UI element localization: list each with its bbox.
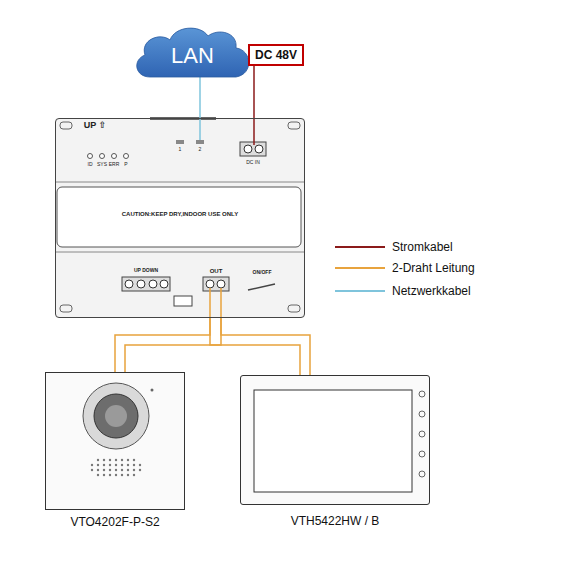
cable-group bbox=[254, 66, 255, 118]
speaker-hole bbox=[139, 469, 141, 471]
node-label: CAUTION:KEEP DRY,INDOOR USE ONLY bbox=[56, 211, 304, 217]
device-marking: SYS bbox=[97, 162, 107, 167]
speaker-hole bbox=[109, 469, 111, 471]
node-label: DC 48V bbox=[255, 48, 297, 62]
speaker-hole bbox=[103, 474, 105, 476]
cable-group bbox=[115, 318, 221, 372]
legend-text: Stromkabel bbox=[392, 240, 453, 254]
node-label: VTH5422HW / B bbox=[291, 514, 380, 528]
speaker-hole bbox=[97, 459, 99, 461]
speaker-hole bbox=[139, 464, 141, 466]
speaker-hole bbox=[127, 469, 129, 471]
speaker-hole bbox=[103, 459, 105, 461]
device-marking: 1 bbox=[179, 147, 182, 152]
power-box: DC 48V bbox=[248, 44, 304, 66]
speaker-hole bbox=[103, 469, 105, 471]
speaker-hole bbox=[133, 469, 135, 471]
cable-group bbox=[210, 318, 310, 375]
speaker-hole bbox=[121, 469, 123, 471]
speaker-hole bbox=[133, 474, 135, 476]
device-marking: 2 bbox=[199, 147, 202, 152]
speaker-hole bbox=[109, 459, 111, 461]
speaker-hole bbox=[97, 464, 99, 466]
cable-group bbox=[200, 77, 201, 118]
speaker-hole bbox=[115, 469, 117, 471]
device-marking: ON/OFF bbox=[253, 270, 272, 275]
legend-text: Netzwerkkabel bbox=[392, 284, 471, 298]
legend-text: 2-Draht Leitung bbox=[392, 261, 475, 275]
device-marking: P bbox=[124, 162, 127, 167]
device-marking: OUT bbox=[210, 268, 223, 274]
device-marking: UP DOWN bbox=[134, 268, 158, 273]
speaker-hole bbox=[91, 469, 93, 471]
speaker-hole bbox=[97, 474, 99, 476]
speaker-hole bbox=[127, 459, 129, 461]
node-label: VTO4202F-P-S2 bbox=[70, 515, 159, 529]
speaker-hole bbox=[121, 459, 123, 461]
device-marking: ERR bbox=[109, 162, 120, 167]
cable bbox=[253, 66, 255, 118]
speaker-hole bbox=[121, 474, 123, 476]
speaker-hole bbox=[109, 474, 111, 476]
cable-second-wire bbox=[125, 318, 221, 372]
device-marking: ID bbox=[88, 162, 93, 167]
speaker-hole bbox=[115, 474, 117, 476]
speaker-hole bbox=[115, 464, 117, 466]
cloud-node: LAN bbox=[130, 22, 255, 82]
legend-swatch bbox=[335, 267, 385, 269]
speaker-hole bbox=[115, 459, 117, 461]
speaker-hole bbox=[97, 469, 99, 471]
device-marking: UP ⇧ bbox=[84, 121, 106, 130]
speaker-hole bbox=[121, 464, 123, 466]
cable bbox=[199, 77, 201, 118]
legend-row: Stromkabel bbox=[335, 239, 453, 255]
device-marking: DC IN bbox=[246, 160, 260, 165]
legend-swatch bbox=[335, 290, 385, 292]
legend-row: Netzwerkkabel bbox=[335, 283, 471, 299]
node-label: LAN bbox=[171, 43, 214, 69]
cable-second-wire bbox=[210, 318, 300, 375]
door-station: VTO4202F-P-S2 bbox=[45, 372, 185, 510]
speaker-hole bbox=[103, 464, 105, 466]
speaker-hole bbox=[109, 464, 111, 466]
speaker-hole bbox=[133, 459, 135, 461]
legend-swatch bbox=[335, 246, 385, 248]
speaker-hole bbox=[127, 464, 129, 466]
speaker-hole bbox=[133, 464, 135, 466]
speaker-hole bbox=[91, 464, 93, 466]
speaker-hole bbox=[127, 474, 129, 476]
indoor-monitor: VTH5422HW / B bbox=[240, 375, 430, 505]
cable bbox=[221, 318, 310, 375]
legend-row: 2-Draht Leitung bbox=[335, 260, 475, 276]
